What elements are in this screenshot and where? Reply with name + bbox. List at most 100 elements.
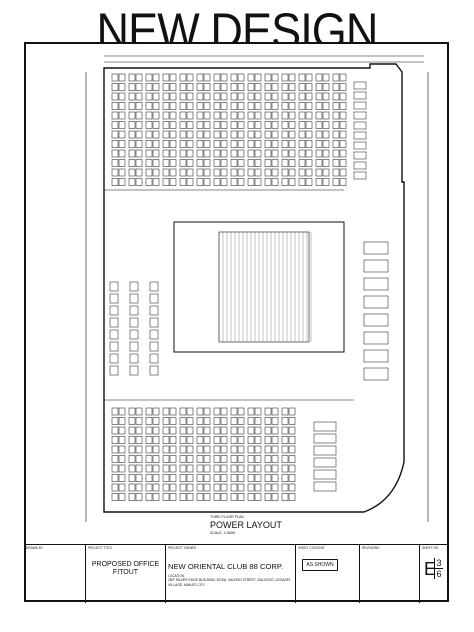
location: 28/F SILVER EDGE BUILDING, EDSA, VALERO … [168, 578, 290, 587]
location-label: LOCATION [168, 573, 185, 578]
workstation [254, 493, 262, 501]
workstation [145, 483, 153, 492]
workstation [363, 331, 389, 345]
workstation [315, 168, 323, 177]
workstation [186, 474, 194, 482]
workstation [254, 159, 262, 167]
workstation [203, 436, 211, 444]
workstation [339, 92, 347, 101]
workstation [213, 83, 221, 91]
workstation [135, 407, 143, 416]
workstation [128, 111, 136, 120]
workstation [264, 159, 272, 167]
workstation [271, 73, 279, 82]
workstation [230, 445, 238, 454]
workstation [288, 102, 296, 110]
workstation [230, 121, 238, 129]
workstation [264, 483, 272, 492]
floor-plan-drawing [85, 55, 429, 522]
workstation [152, 159, 160, 167]
workstation [129, 305, 139, 316]
workstation [203, 417, 211, 425]
workstation [315, 121, 323, 129]
workstation [237, 483, 245, 492]
workstation [237, 178, 245, 186]
workstation [186, 407, 194, 416]
workstation [128, 445, 136, 454]
sheet-content-cell: SHEET CONTENT AS SHOWN [296, 545, 360, 603]
workstation [363, 295, 389, 309]
workstation [322, 159, 330, 167]
workstation [152, 168, 160, 177]
workstation [128, 417, 136, 425]
workstation [254, 102, 262, 110]
workstation [145, 445, 153, 454]
workstation [363, 367, 389, 381]
workstation [281, 111, 289, 120]
workstation [162, 92, 170, 101]
workstation [128, 178, 136, 186]
workstation [254, 445, 262, 454]
workstation [162, 111, 170, 120]
workstation [271, 130, 279, 139]
workstation [162, 140, 170, 148]
workstation [196, 455, 204, 463]
workstation [213, 436, 221, 444]
workstation [281, 130, 289, 139]
workstation [213, 464, 221, 473]
workstation [145, 92, 153, 101]
workstation [247, 130, 255, 139]
workstation [281, 436, 289, 444]
workstation [196, 73, 204, 82]
workstation [118, 140, 126, 148]
workstation [111, 455, 119, 463]
workstation [288, 178, 296, 186]
workstation [118, 111, 126, 120]
core-hatch [218, 232, 312, 342]
workstation [145, 121, 153, 129]
workstation [169, 140, 177, 148]
drawn-by-cell: DRAWN BY [24, 545, 86, 603]
workstation [332, 178, 340, 186]
workstation [220, 121, 228, 129]
workstation [254, 111, 262, 120]
workstation [152, 73, 160, 82]
workstation [213, 493, 221, 501]
workstation [264, 474, 272, 482]
workstation [271, 168, 279, 177]
workstation [111, 483, 119, 492]
workstation [162, 483, 170, 492]
workstation [145, 455, 153, 463]
workstation [313, 433, 337, 444]
workstation [179, 464, 187, 473]
workstation [281, 121, 289, 129]
workstation [111, 111, 119, 120]
workstation [315, 83, 323, 91]
workstation [169, 130, 177, 139]
workstation [118, 436, 126, 444]
workstation [169, 445, 177, 454]
sheet-number-cell: SHEET NO. E 3 6 [420, 545, 449, 603]
workstation [339, 102, 347, 110]
workstation [247, 140, 255, 148]
workstation [288, 474, 296, 482]
workstation [230, 130, 238, 139]
workstation [220, 159, 228, 167]
workstation [315, 102, 323, 110]
workstation [145, 407, 153, 416]
workstation [135, 168, 143, 177]
workstation [179, 445, 187, 454]
workstation [237, 83, 245, 91]
workstation [162, 168, 170, 177]
workstation [305, 140, 313, 148]
workstation [353, 111, 367, 120]
workstation [213, 407, 221, 416]
workstation [288, 445, 296, 454]
workstation [220, 102, 228, 110]
workstation [196, 493, 204, 501]
workstation [305, 92, 313, 101]
workstation [247, 159, 255, 167]
workstation [186, 159, 194, 167]
workstation [298, 83, 306, 91]
workstation [313, 469, 337, 480]
